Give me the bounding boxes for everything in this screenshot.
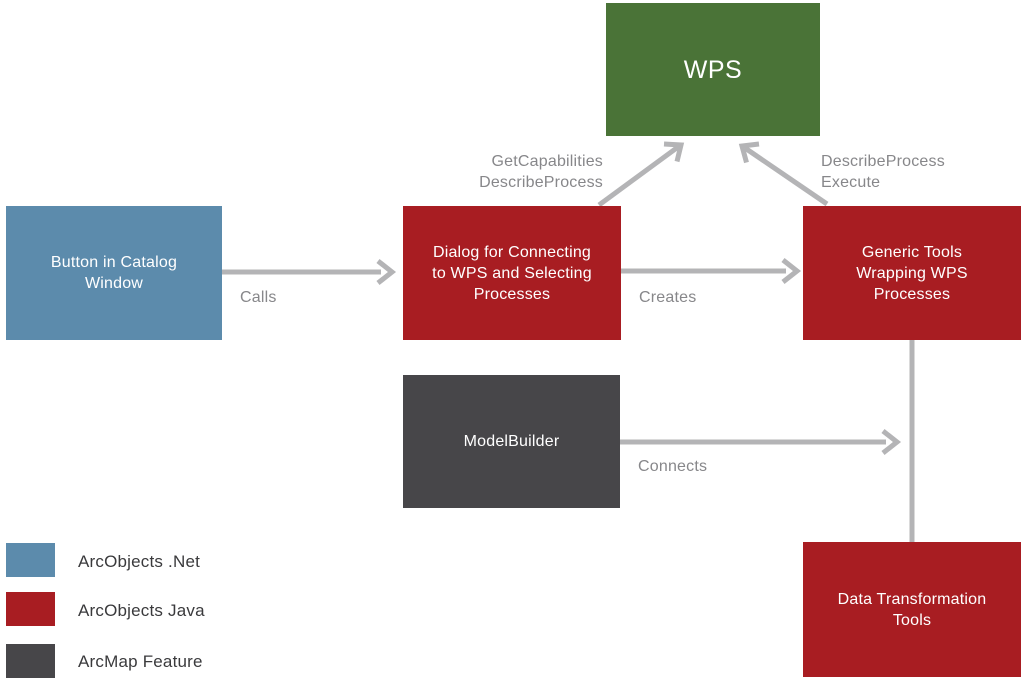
node-button-in-catalog-window-label: Button in Catalog Window: [50, 254, 178, 292]
node-data-transformation-tools: Data Transformation Tools: [803, 542, 1021, 677]
edge-label-creates: Creates: [639, 289, 697, 306]
node-modelbuilder: ModelBuilder: [403, 375, 620, 508]
edge-label-calls: Calls: [240, 289, 277, 306]
node-wps: WPS: [606, 3, 820, 136]
edge-label-connects: Connects: [638, 458, 708, 475]
node-dialog-for-connecting-label: Dialog for Connecting to WPS and Selecti…: [432, 243, 592, 303]
legend-swatch-arcmap-feature: [6, 644, 55, 678]
node-wps-label: WPS: [683, 55, 743, 84]
legend-label-arcobjects-net: ArcObjects .Net: [78, 552, 201, 571]
creates-arrow-head: [781, 258, 802, 284]
node-generic-tools: Generic Tools Wrapping WPS Processes: [803, 206, 1021, 340]
generic-to-wps-arrow-head: [738, 141, 760, 164]
edge-label-getcapabilities-describeprocess: GetCapabilities DescribeProcess: [479, 153, 603, 191]
legend-label-arcobjects-java: ArcObjects Java: [78, 601, 205, 620]
calls-arrow-head: [376, 259, 397, 285]
generic-to-wps-arrow-line: [743, 145, 829, 207]
node-dialog-for-connecting: Dialog for Connecting to WPS and Selecti…: [403, 206, 621, 340]
dialog-to-wps-arrow-line: [597, 144, 680, 208]
node-generic-tools-label: Generic Tools Wrapping WPS Processes: [856, 243, 968, 303]
node-data-transformation-tools-label: Data Transformation Tools: [837, 590, 987, 629]
legend-swatch-arcobjects-net: [6, 543, 55, 577]
legend-label-arcmap-feature: ArcMap Feature: [78, 652, 203, 671]
node-modelbuilder-label: ModelBuilder: [463, 433, 560, 450]
edge-label-describeprocess-execute: DescribeProcess Execute: [821, 153, 945, 191]
legend-swatch-arcobjects-java: [6, 592, 55, 626]
node-button-in-catalog-window: Button in Catalog Window: [6, 206, 222, 340]
connects-arrow-head: [881, 429, 902, 455]
dialog-to-wps-arrow-head: [663, 141, 685, 163]
